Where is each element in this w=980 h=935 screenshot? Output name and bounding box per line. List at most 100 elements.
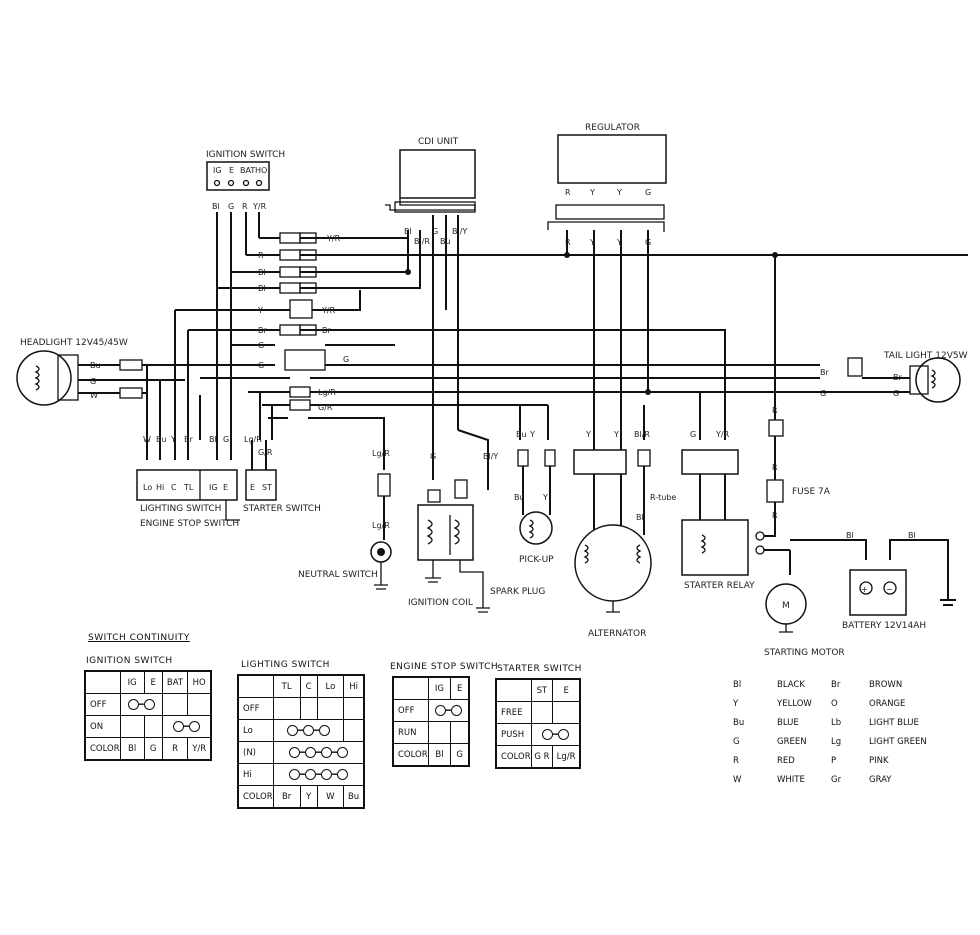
ign-wire-yr: Y/R xyxy=(252,202,267,211)
reg-wire-y2: Y xyxy=(616,238,622,247)
neutral-wire-top: Lg/R xyxy=(372,449,390,458)
ignition-continuity-title: IGNITION SWITCH xyxy=(86,656,173,666)
ign-wire-g: G xyxy=(228,202,234,211)
continuity-title: SWITCH CONTINUITY xyxy=(88,633,190,643)
starter-continuity-title: STARTER SWITCH xyxy=(497,664,582,674)
tl-wire-g2: G xyxy=(893,389,899,398)
es-wire-bl: Bl xyxy=(209,435,217,444)
alt-wire-y2: Y xyxy=(613,430,619,439)
hw-g2: G xyxy=(258,361,264,370)
hw-g3: G xyxy=(343,355,349,364)
ign-term-ho: HO xyxy=(255,166,267,175)
hw-lgr: Lg/R xyxy=(318,388,336,397)
starter-relay-label: STARTER RELAY xyxy=(684,581,755,591)
lighting-switch-wires: W Bu Y Br Lo Hi C TL Bl G IG E xyxy=(143,435,229,492)
lighting-switch-label: LIGHTING SWITCH xyxy=(140,504,221,514)
ign-term-ig: IG xyxy=(213,166,222,175)
hw-gr: G/R xyxy=(318,403,333,412)
pickup-coil xyxy=(519,511,553,545)
hw-bl2: Bl xyxy=(258,284,266,293)
reg-top-g: G xyxy=(645,188,651,197)
coil-wire-bly: Bl/Y xyxy=(483,452,498,461)
batt-wire-bl1: Bl xyxy=(846,531,854,540)
engine-stop-switch-label: ENGINE STOP SWITCH xyxy=(140,519,239,529)
pickup-wire-y: Y xyxy=(529,430,535,439)
regulator-box xyxy=(557,134,667,184)
reg-top-y2: Y xyxy=(616,188,622,197)
hw-br: Br xyxy=(258,326,267,335)
harness-connectors xyxy=(119,232,863,497)
ignition-coil-box xyxy=(417,504,474,561)
ls-wire-br: Br xyxy=(184,435,193,444)
ls-wire-bu: Bu xyxy=(156,435,167,444)
tl-wire-g: G xyxy=(820,389,826,398)
r-tube-label: R-tube xyxy=(650,493,676,502)
fuse-label: FUSE 7A xyxy=(792,487,831,497)
ss-term-st: ST xyxy=(262,483,272,492)
tail-wires: Br G Br G xyxy=(820,368,902,398)
pickup-wire-bu2: Bu xyxy=(514,493,525,502)
motor-m: M xyxy=(782,601,790,611)
alternator-connector xyxy=(573,449,627,475)
neutral-switch-label: NEUTRAL SWITCH xyxy=(298,570,378,580)
neutral-wire-bottom: Lg/R xyxy=(372,521,390,530)
alternator-label: ALTERNATOR xyxy=(588,629,646,639)
hl-wire-w: W xyxy=(90,391,98,400)
pickup-label: PICK-UP xyxy=(519,555,554,565)
ign-term-bat: BAT xyxy=(240,166,255,175)
ls-term-lo: Lo xyxy=(143,483,152,492)
wiring-harness xyxy=(146,212,968,490)
ignition-terminals: IG E BAT HO Bl G R Y/R xyxy=(212,166,267,211)
cdi-wire-bly: Bl/Y xyxy=(452,227,467,236)
relay-wire-yr: Y/R xyxy=(715,430,730,439)
svg-text:−: − xyxy=(886,585,893,594)
ls-wire-y: Y xyxy=(170,435,176,444)
cdi-unit-label: CDI UNIT xyxy=(418,137,459,147)
lighting-switch-box xyxy=(136,469,238,501)
ls-term-hi: Hi xyxy=(156,483,164,492)
harness-wire-labels: Y/R R Bl Bl Y Y/R Br Br G G G Lg/R G/R xyxy=(257,234,349,412)
headlight-label: HEADLIGHT 12V45/45W xyxy=(20,338,128,348)
reg-top-r: R xyxy=(565,188,571,197)
alt-wire-blr: Bl/R xyxy=(634,430,650,439)
tail-light-bulb xyxy=(915,357,961,403)
tail-light-label: TAIL LIGHT 12V5W xyxy=(883,351,968,361)
hw-bl1: Bl xyxy=(258,268,266,277)
lighting-continuity-title: LIGHTING SWITCH xyxy=(241,660,330,670)
es-term-e: E xyxy=(223,483,228,492)
ignition-coil-label: IGNITION COIL xyxy=(408,598,473,608)
cdi-wire-blr: Bl/R xyxy=(414,237,430,246)
hw-y: Y xyxy=(257,306,263,315)
estop-continuity-title: ENGINE STOP SWITCH xyxy=(390,662,499,672)
battery-label: BATTERY 12V14AH xyxy=(842,621,926,631)
tl-wire-br: Br xyxy=(820,368,829,377)
fuse-wire-r: R xyxy=(772,406,778,415)
hw-yr: Y/R xyxy=(326,234,341,243)
ls-term-tl: TL xyxy=(183,483,194,492)
headlight-bulb xyxy=(16,350,72,406)
ss-term-e: E xyxy=(250,483,255,492)
starter-switch-box xyxy=(245,469,277,501)
alt-wire-bl: Bl xyxy=(636,513,644,522)
starting-motor-label: STARTING MOTOR xyxy=(764,648,845,658)
cdi-unit-box xyxy=(399,149,476,199)
ls-term-c: C xyxy=(171,483,177,492)
ss-wire-lgr: Lg/R xyxy=(244,435,262,444)
relay-wire-g: G xyxy=(690,430,696,439)
ls-wire-w: W xyxy=(143,435,151,444)
hw-r: R xyxy=(258,251,264,260)
ign-term-e: E xyxy=(229,166,234,175)
es-wire-g: G xyxy=(223,435,229,444)
starter-switch-label: STARTER SWITCH xyxy=(243,504,321,514)
ign-wire-r: R xyxy=(242,202,248,211)
hw-g1: G xyxy=(258,341,264,350)
es-term-ig: IG xyxy=(209,483,218,492)
